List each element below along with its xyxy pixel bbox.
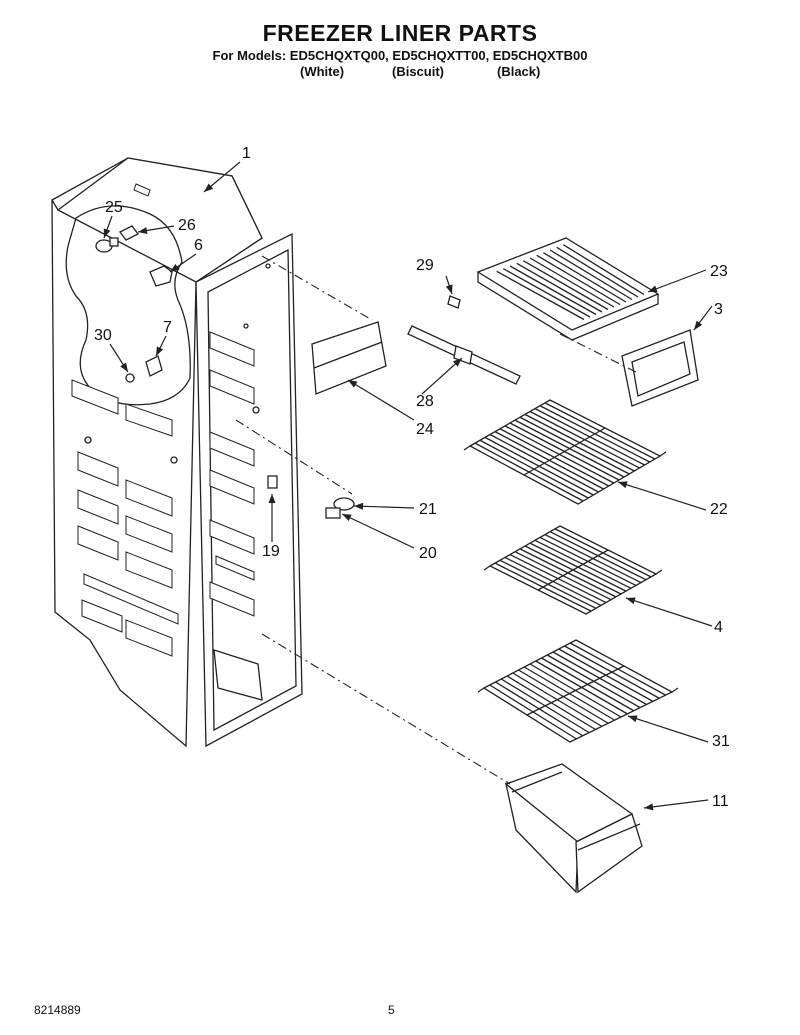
part-30-screw <box>125 373 135 383</box>
shelf-hook <box>671 687 679 693</box>
leader-arrowhead <box>354 502 364 510</box>
part-label-23: 23 <box>710 263 728 280</box>
part-label-31: 31 <box>712 733 730 750</box>
tray-wire <box>496 270 585 321</box>
tray-wire <box>556 246 639 298</box>
tray-wire <box>529 257 615 308</box>
part-label-3: 3 <box>714 301 723 318</box>
tray-wire <box>536 254 621 306</box>
leader-arrowhead <box>348 380 358 388</box>
part-label-21: 21 <box>419 501 437 518</box>
part-label-24: 24 <box>416 421 434 438</box>
part-11-storage-bin <box>504 763 643 894</box>
alignment-line <box>261 255 373 321</box>
leader-line <box>625 597 713 627</box>
part-22-wire-shelf <box>463 399 667 505</box>
part-label-28: 28 <box>416 393 434 410</box>
part-label-25: 25 <box>105 199 123 216</box>
part-label-11: 11 <box>712 793 729 810</box>
leader-arrowhead <box>268 494 276 503</box>
page-number: 5 <box>388 1003 395 1017</box>
alignment-line <box>235 419 353 495</box>
part-7-switch <box>145 355 163 377</box>
part-label-6: 6 <box>194 237 203 254</box>
shelf-hook <box>483 565 491 571</box>
leader-arrowhead <box>445 284 453 294</box>
color-label-biscuit: (Biscuit) <box>392 64 444 79</box>
shelf-support <box>523 427 606 476</box>
freezer-liner <box>51 157 303 748</box>
color-label-black: (Black) <box>497 64 541 79</box>
leader-line <box>353 505 415 509</box>
leader-arrowhead <box>204 183 214 192</box>
leader-arrowhead <box>626 597 636 605</box>
leader-arrowhead <box>138 227 148 234</box>
leader-arrowhead <box>170 263 180 272</box>
models-line: For Models: ED5CHQXTQ00, ED5CHQXTT00, ED… <box>212 48 588 63</box>
part-26-socket <box>119 225 139 241</box>
part-24-baffle <box>311 321 387 395</box>
shelf-hook <box>655 569 663 575</box>
page-title: FREEZER LINER PARTS <box>262 20 538 46</box>
leader-line <box>617 481 707 511</box>
part-23-slide-tray <box>476 237 660 341</box>
part-31-wire-shelf <box>477 639 679 743</box>
leader-arrowhead <box>648 285 658 293</box>
tray-wire <box>549 249 633 301</box>
part-19-clip <box>267 475 278 489</box>
part-29-screw <box>447 295 461 309</box>
leader-line <box>643 799 709 809</box>
tray-wire <box>543 252 627 303</box>
tray-wire <box>562 244 645 296</box>
leader-arrowhead <box>120 362 128 372</box>
shelf-hook <box>463 445 471 451</box>
leader-line <box>647 269 707 293</box>
shelf-frame <box>482 639 674 743</box>
leader-arrowhead <box>618 481 628 489</box>
part-28-rail <box>407 325 521 385</box>
alignment-line <box>261 633 511 785</box>
tray-wire <box>523 260 609 311</box>
part-label-30: 30 <box>94 327 112 344</box>
shelf-support <box>526 665 625 716</box>
part-label-26: 26 <box>178 217 196 234</box>
part-label-7: 7 <box>163 319 172 336</box>
shelf-hook <box>477 687 485 693</box>
leader-arrowhead <box>156 346 164 356</box>
part-20-21-fastener <box>325 497 355 519</box>
part-label-22: 22 <box>710 501 728 518</box>
alignment-line <box>559 333 637 373</box>
leader-arrowhead <box>694 320 703 330</box>
part-6-bracket <box>149 265 173 287</box>
part-25-bulb <box>95 237 119 253</box>
shelf-support <box>537 549 609 591</box>
tray-wire <box>503 268 591 318</box>
part-label-20: 20 <box>419 545 437 562</box>
leader-line <box>341 513 415 549</box>
leader-line <box>627 715 709 743</box>
part-label-1: 1 <box>242 145 251 162</box>
part-label-19: 19 <box>262 543 280 560</box>
part-label-29: 29 <box>416 257 434 274</box>
leader-arrowhead <box>342 514 352 522</box>
shelf-hook <box>659 451 667 457</box>
leader-line <box>347 379 415 421</box>
color-label-white: (White) <box>300 64 345 79</box>
tray-wire <box>516 262 603 313</box>
tray-wire <box>509 265 597 316</box>
part-4-wire-shelf <box>483 525 663 615</box>
document-number: 8214889 <box>34 1003 81 1017</box>
part-3-cover-frame <box>621 329 699 407</box>
leader-arrowhead <box>103 228 111 238</box>
leader-arrowhead <box>452 358 462 367</box>
part-label-4: 4 <box>714 619 723 636</box>
leader-arrowhead <box>644 803 654 811</box>
leader-arrowhead <box>628 715 638 723</box>
